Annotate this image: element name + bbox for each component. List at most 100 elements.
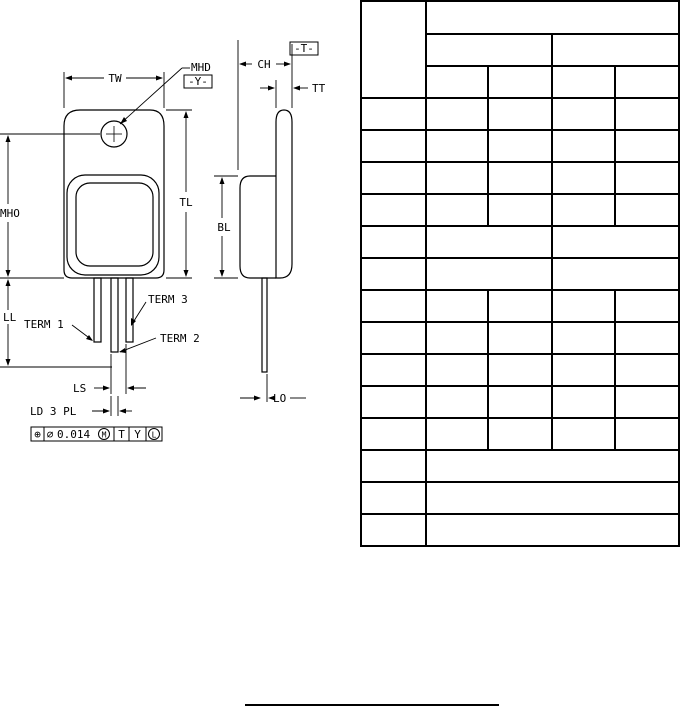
arrow-bl-bottom bbox=[219, 270, 225, 277]
table-cell bbox=[487, 129, 553, 163]
table-cell bbox=[360, 193, 427, 227]
fcf-modifier-circle bbox=[98, 428, 110, 440]
table-row bbox=[360, 97, 680, 131]
lead-term-3 bbox=[125, 277, 134, 343]
table-cell bbox=[360, 385, 427, 419]
datum-y-box bbox=[183, 74, 213, 89]
side-view-tab bbox=[275, 109, 293, 279]
table-cell bbox=[614, 129, 680, 163]
table-cell bbox=[360, 449, 427, 483]
table-cell bbox=[424, 321, 490, 355]
arrow-mho-bottom bbox=[5, 270, 11, 277]
arrow-ll-bottom bbox=[5, 359, 11, 366]
table-cell bbox=[424, 417, 490, 451]
table-cell bbox=[424, 353, 490, 387]
fcf-diameter-icon: ⌀ bbox=[47, 428, 54, 441]
table-cell bbox=[424, 129, 490, 163]
table-cell bbox=[360, 225, 427, 259]
label-tl: TL bbox=[179, 196, 193, 209]
fcf-modifier: M bbox=[102, 431, 107, 440]
table-cell bbox=[550, 353, 617, 387]
table-header-cell bbox=[424, 33, 553, 67]
arrow-tl-top bbox=[183, 111, 189, 118]
label-tw: TW bbox=[108, 72, 122, 85]
arrow-ls-left bbox=[103, 385, 110, 391]
table-row bbox=[360, 385, 680, 419]
arrow-tw-left bbox=[65, 75, 72, 81]
dim-mhd-leader bbox=[119, 67, 183, 125]
arrow-tl-bottom bbox=[183, 270, 189, 277]
label-y-datum: -Y- bbox=[188, 75, 208, 88]
arrow-lo-left bbox=[254, 395, 261, 401]
table-cell bbox=[487, 97, 553, 131]
label-term-2: TERM 2 bbox=[160, 332, 200, 345]
table-row bbox=[360, 289, 680, 323]
lead-term-1 bbox=[93, 277, 102, 343]
table-cell bbox=[424, 161, 490, 195]
arrow-ld-right bbox=[119, 408, 126, 414]
table-cell bbox=[614, 193, 680, 227]
package-body-inner bbox=[75, 182, 154, 267]
table-row bbox=[360, 225, 680, 259]
fcf-datum-3-circle bbox=[148, 428, 160, 440]
package-body-outer bbox=[66, 174, 160, 276]
table-row bbox=[360, 481, 680, 515]
arrow-ll-top bbox=[5, 279, 11, 286]
table-cell bbox=[424, 481, 680, 515]
table-header-cell bbox=[550, 33, 680, 67]
table-cell bbox=[550, 257, 680, 291]
table-cell bbox=[487, 385, 553, 419]
fcf-tolerance-value: 0.014 bbox=[57, 428, 90, 441]
label-term-3: TERM 3 bbox=[148, 293, 188, 306]
table-header-cell bbox=[424, 0, 680, 35]
label-ll: LL bbox=[3, 311, 17, 324]
table-cell bbox=[360, 257, 427, 291]
label-ls: LS bbox=[73, 382, 86, 395]
table-cell bbox=[614, 289, 680, 323]
arrow-tt-left bbox=[268, 85, 275, 91]
arrow-ch-right bbox=[284, 61, 291, 67]
table-cell bbox=[360, 481, 427, 515]
table-cell bbox=[360, 417, 427, 451]
table-cell bbox=[614, 161, 680, 195]
fcf-datum-1: T bbox=[118, 428, 125, 441]
table-row bbox=[360, 257, 680, 291]
table-cell bbox=[487, 193, 553, 227]
table-cell bbox=[360, 321, 427, 355]
datum-t-box bbox=[289, 41, 319, 56]
table-cell bbox=[487, 353, 553, 387]
table-row bbox=[360, 321, 680, 355]
table-cell bbox=[360, 513, 427, 547]
table-row bbox=[360, 161, 680, 195]
label-mhd: MHD bbox=[191, 61, 211, 74]
table-cell bbox=[424, 513, 680, 547]
table-row bbox=[360, 353, 680, 387]
table-cell bbox=[360, 97, 427, 131]
label-ch: CH bbox=[257, 58, 270, 71]
arrow-mho-top bbox=[5, 135, 11, 142]
table-cell bbox=[487, 161, 553, 195]
package-tab-outline bbox=[63, 109, 165, 279]
table-cell bbox=[360, 161, 427, 195]
arrow-ch-left bbox=[239, 61, 246, 67]
fcf-datum-3: L bbox=[152, 431, 157, 440]
label-mho: MHO bbox=[0, 207, 20, 220]
table-cell bbox=[424, 97, 490, 131]
table-cell bbox=[424, 289, 490, 323]
table-header-cell bbox=[614, 65, 680, 99]
arrow-lo-right bbox=[268, 395, 275, 401]
label-ld: LD 3 PL bbox=[30, 405, 77, 418]
table-cell bbox=[550, 97, 617, 131]
arrow-ld-left bbox=[103, 408, 110, 414]
table-cell bbox=[424, 193, 490, 227]
table-cell bbox=[424, 225, 553, 259]
table-row bbox=[360, 417, 680, 451]
table-cell bbox=[550, 129, 617, 163]
arrow-term-3 bbox=[131, 318, 136, 326]
table-cell bbox=[424, 385, 490, 419]
table-cell bbox=[614, 97, 680, 131]
table-cell bbox=[550, 225, 680, 259]
table-cell bbox=[360, 289, 427, 323]
table-cell bbox=[487, 289, 553, 323]
mounting-hole bbox=[100, 120, 128, 148]
